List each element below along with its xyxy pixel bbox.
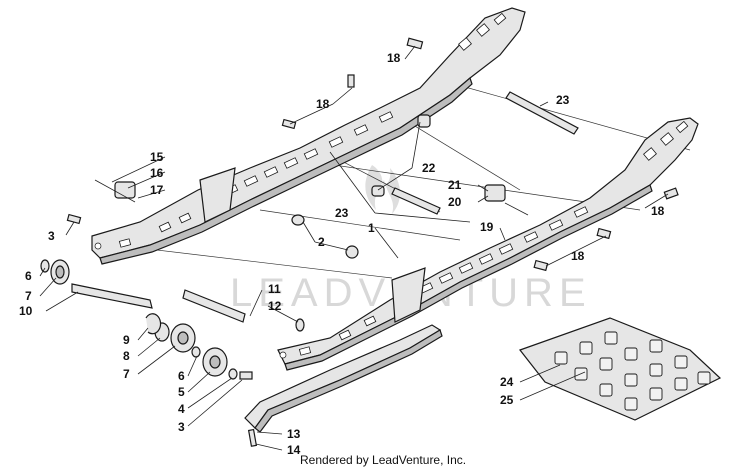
- callout-18-top: 18: [387, 51, 401, 65]
- callout-24: 24: [500, 375, 514, 389]
- cross-shaft-middle: [391, 187, 441, 215]
- slide-wear-strip: [244, 324, 443, 447]
- callout-23-middle: 23: [335, 206, 349, 220]
- rear-axle: [71, 283, 153, 309]
- callout-labels: 18 18 23 15 16 17 22 21 20 18 3 23 1 19 …: [19, 51, 665, 457]
- callout-17: 17: [150, 183, 164, 197]
- slide-bolt: [247, 428, 258, 447]
- callout-11: 11: [268, 282, 281, 296]
- cross-shaft-upper: [505, 91, 579, 135]
- track-section: [519, 317, 722, 421]
- callout-5: 5: [178, 385, 185, 399]
- leader-lines: [39, 45, 669, 451]
- callout-20: 20: [448, 195, 462, 209]
- callout-7-left: 7: [25, 289, 32, 303]
- callout-9: 9: [123, 333, 130, 347]
- callout-3-lower: 3: [178, 420, 185, 434]
- flame-logo-icon: [365, 165, 401, 214]
- callout-8: 8: [123, 349, 130, 363]
- right-rail-slots: [298, 120, 689, 356]
- right-slide-rail: [277, 117, 699, 371]
- callout-3-left: 3: [48, 229, 55, 243]
- callout-14: 14: [287, 443, 301, 457]
- callout-10: 10: [19, 304, 33, 318]
- callout-7-lower: 7: [123, 367, 130, 381]
- callout-23-upper: 23: [556, 93, 570, 107]
- callout-6-left: 6: [25, 269, 32, 283]
- callout-18-upper-left: 18: [316, 97, 330, 111]
- wheels-bearings: [40, 259, 253, 380]
- callout-15: 15: [150, 150, 164, 164]
- callout-22: 22: [422, 161, 436, 175]
- snap-ring: [145, 313, 162, 335]
- callout-1: 1: [368, 221, 375, 235]
- callout-13: 13: [287, 427, 301, 441]
- callout-16: 16: [150, 166, 164, 180]
- axle-bolt: [239, 371, 253, 380]
- callout-18-right: 18: [651, 204, 665, 218]
- callout-21: 21: [448, 178, 462, 192]
- shafts: [71, 91, 579, 323]
- callout-18-lower: 18: [571, 249, 585, 263]
- callout-6-lower: 6: [178, 369, 185, 383]
- callout-25: 25: [500, 393, 514, 407]
- callout-2: 2: [318, 235, 325, 249]
- cross-shaft-lower: [182, 289, 246, 323]
- callout-12: 12: [268, 299, 282, 313]
- credit-text: Rendered by LeadVenture, Inc.: [300, 453, 466, 467]
- left-slide-rail: [91, 7, 526, 265]
- callout-19: 19: [480, 220, 494, 234]
- callout-4: 4: [178, 402, 185, 416]
